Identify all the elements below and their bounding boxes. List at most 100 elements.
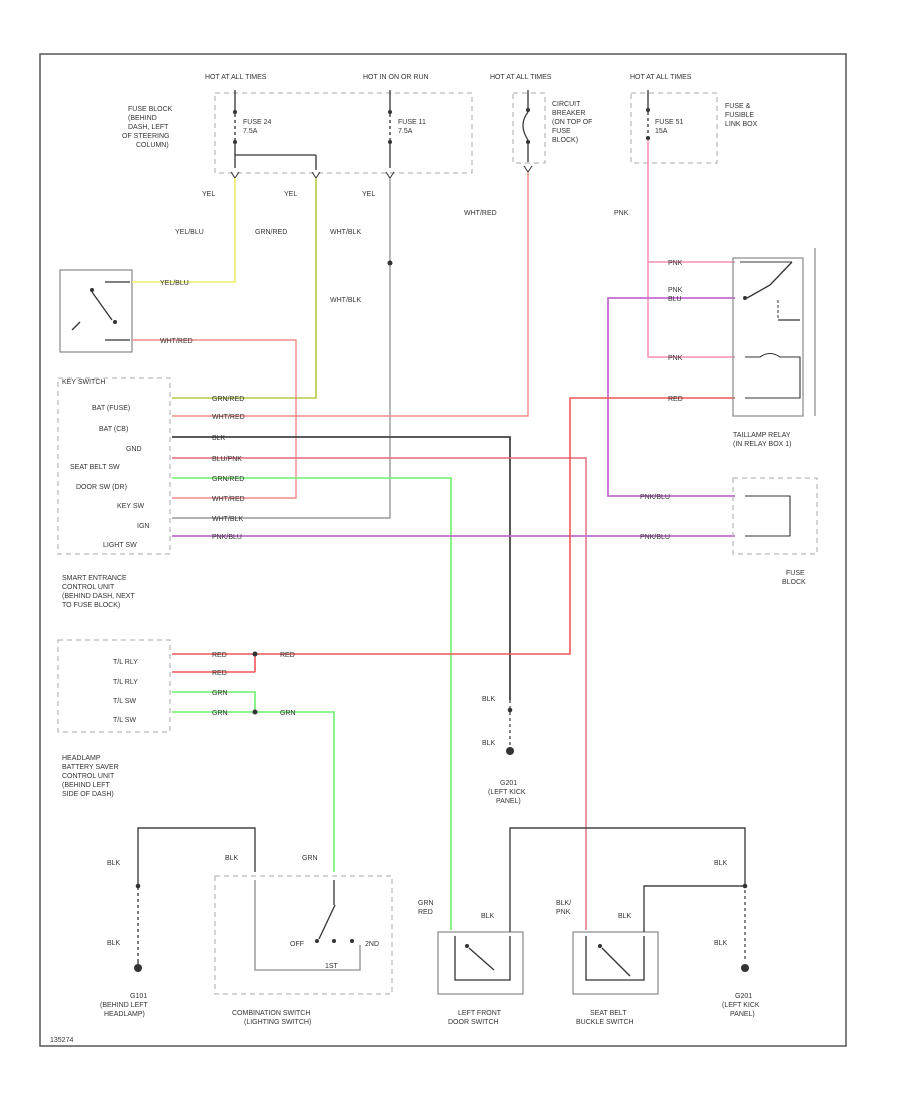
- g202-l3: PANEL): [730, 1011, 755, 1018]
- ds-l2: DOOR SWITCH: [448, 1019, 499, 1026]
- tlr-l2: (IN RELAY BOX 1): [733, 441, 791, 448]
- wire-path-whtred-cb: [172, 172, 529, 417]
- diagram-code: 135274: [50, 1037, 73, 1044]
- sb-l1: SEAT BELT: [590, 1010, 627, 1017]
- g101-ground-symbol: [134, 964, 142, 972]
- fuse11-rating: 7.5A: [398, 128, 413, 135]
- wire-path-blk-right: [509, 827, 746, 932]
- ks-wire-yelblu: YEL/BLU: [160, 280, 189, 287]
- wire-path-grnred-door: [172, 477, 452, 930]
- relay-w-pnk2: PNK: [668, 287, 683, 294]
- tlr-l1: TAILLAMP RELAY: [733, 432, 791, 439]
- wire-yel-2: YEL: [284, 191, 297, 198]
- pin-ign: IGN: [137, 523, 149, 530]
- pin-bat-cb: BAT (CB): [99, 426, 128, 433]
- key-switch-body: [59, 269, 133, 353]
- wire-whtblk-2: WHT/BLK: [330, 297, 361, 304]
- label-hot-acc1: HOT AT ALL TIMES: [205, 74, 267, 81]
- secu-w7: WHT/BLK: [212, 516, 243, 523]
- pin-seat: SEAT BELT SW: [70, 464, 120, 471]
- seat-belt-switch-body: [572, 931, 659, 995]
- g201-l1: G201: [500, 780, 517, 787]
- wire-yelblu: YEL/BLU: [175, 229, 204, 236]
- fuse-fusible-link-box: [630, 92, 718, 164]
- cb-l4: FUSE: [552, 128, 571, 135]
- relay-w-red: RED: [668, 396, 683, 403]
- fb-r1: FUSE: [786, 570, 805, 577]
- secu-w3: BLK: [212, 435, 226, 442]
- wire-path-whtred-ks: [132, 339, 297, 499]
- secu-wire-labels: GRN/RED WHT/RED BLK BLU/PNK GRN/RED WHT/…: [212, 396, 245, 541]
- g201-w-blk2: BLK: [482, 740, 496, 747]
- g101-w-blk2: BLK: [107, 940, 121, 947]
- key-switch-title: KEY SWITCH: [62, 379, 105, 386]
- cs-w-grn: GRN: [302, 855, 318, 862]
- cb-l5: BLOCK): [552, 137, 578, 144]
- wire-path-blk-left: [137, 827, 256, 968]
- secu-w6: WHT/RED: [212, 496, 245, 503]
- wire-path-red: [172, 397, 735, 655]
- hbs-w-red3: RED: [280, 652, 295, 659]
- relay-w-pnk3: PNK: [668, 355, 683, 362]
- hbs-box: [57, 639, 171, 733]
- g101-l1: G101: [130, 993, 147, 1000]
- cb-l3: (ON TOP OF: [552, 119, 592, 126]
- hbs-l4: (BEHIND LEFT: [62, 782, 111, 789]
- cb-l1: CIRCUIT: [552, 101, 581, 108]
- hbs-l1: HEADLAMP: [62, 755, 101, 762]
- wire-path-grn: [172, 711, 335, 872]
- hbs-l3: CONTROL UNIT: [62, 773, 115, 780]
- pin-light: LIGHT SW: [103, 542, 137, 549]
- cs-w-blk: BLK: [225, 855, 239, 862]
- wire-yel-1: YEL: [202, 191, 215, 198]
- secu-w5: GRN/RED: [212, 476, 244, 483]
- ds-l1: LEFT FRONT: [458, 1010, 502, 1017]
- cs-1st: 1ST: [325, 963, 339, 970]
- fuse-block-l4: OF STEERING: [122, 133, 169, 140]
- fb-r2: BLOCK: [782, 579, 806, 586]
- g101-l3: HEADLAMP): [104, 1011, 145, 1018]
- cs-l2: (LIGHTING SWITCH): [244, 1019, 311, 1026]
- wire-path-grn-2: [172, 691, 256, 712]
- fuse51-rating: 15A: [655, 128, 668, 135]
- wire-path-yelblu: [132, 178, 236, 283]
- label-hot-acc3: HOT AT ALL TIMES: [630, 74, 692, 81]
- wire-path-pnk-b: [647, 262, 735, 358]
- hbs-t-rly2: T/L RLY: [113, 679, 138, 686]
- fuse24-rating: 7.5A: [243, 128, 258, 135]
- wire-grnred: GRN/RED: [255, 229, 287, 236]
- cs-2nd: 2ND: [365, 941, 379, 948]
- relay-w-pnk1: PNK: [668, 260, 683, 267]
- cs-off: OFF: [290, 941, 304, 948]
- ffl-l3: LINK BOX: [725, 121, 758, 128]
- ffl-l1: FUSE &: [725, 103, 751, 110]
- circuit-breaker-box: [512, 92, 546, 164]
- fuse-block-l1: FUSE BLOCK: [128, 106, 173, 113]
- g202-l1: G201: [735, 993, 752, 1000]
- fuse11-label: FUSE 11: [398, 119, 426, 126]
- g202-w-blk2: BLK: [714, 940, 728, 947]
- sb-w-blk1: BLK/: [556, 900, 571, 907]
- relay-w-blu: BLU: [668, 296, 682, 303]
- wire-yel-3: YEL: [362, 191, 375, 198]
- secu-l4: TO FUSE BLOCK): [62, 602, 120, 609]
- secu-w4: BLU/PNK: [212, 456, 242, 463]
- secu-w8: PNK/BLU: [212, 534, 242, 541]
- pin-door: DOOR SW (DR): [76, 484, 127, 491]
- wire-path-blu-relay: [607, 297, 735, 497]
- fuse-block-l5: COLUMN): [136, 142, 169, 149]
- hbs-w-red1: RED: [212, 652, 227, 659]
- sb-w-pnk: PNK: [556, 909, 571, 916]
- g201-l2: (LEFT KICK: [488, 789, 526, 796]
- hbs-w-grn1: GRN: [212, 690, 228, 697]
- fuse-block-box: [214, 92, 473, 174]
- g202-w-blk1: BLK: [714, 860, 728, 867]
- fuse51-label: FUSE 51: [655, 119, 684, 126]
- door-switch-body: [437, 931, 524, 995]
- hbs-w-red2: RED: [212, 670, 227, 677]
- ds-w-red: RED: [418, 909, 433, 916]
- secu-l2: CONTROL UNIT: [62, 584, 115, 591]
- wire-path-grnred: [172, 178, 317, 399]
- hbs-l5: SIDE OF DASH): [62, 791, 114, 798]
